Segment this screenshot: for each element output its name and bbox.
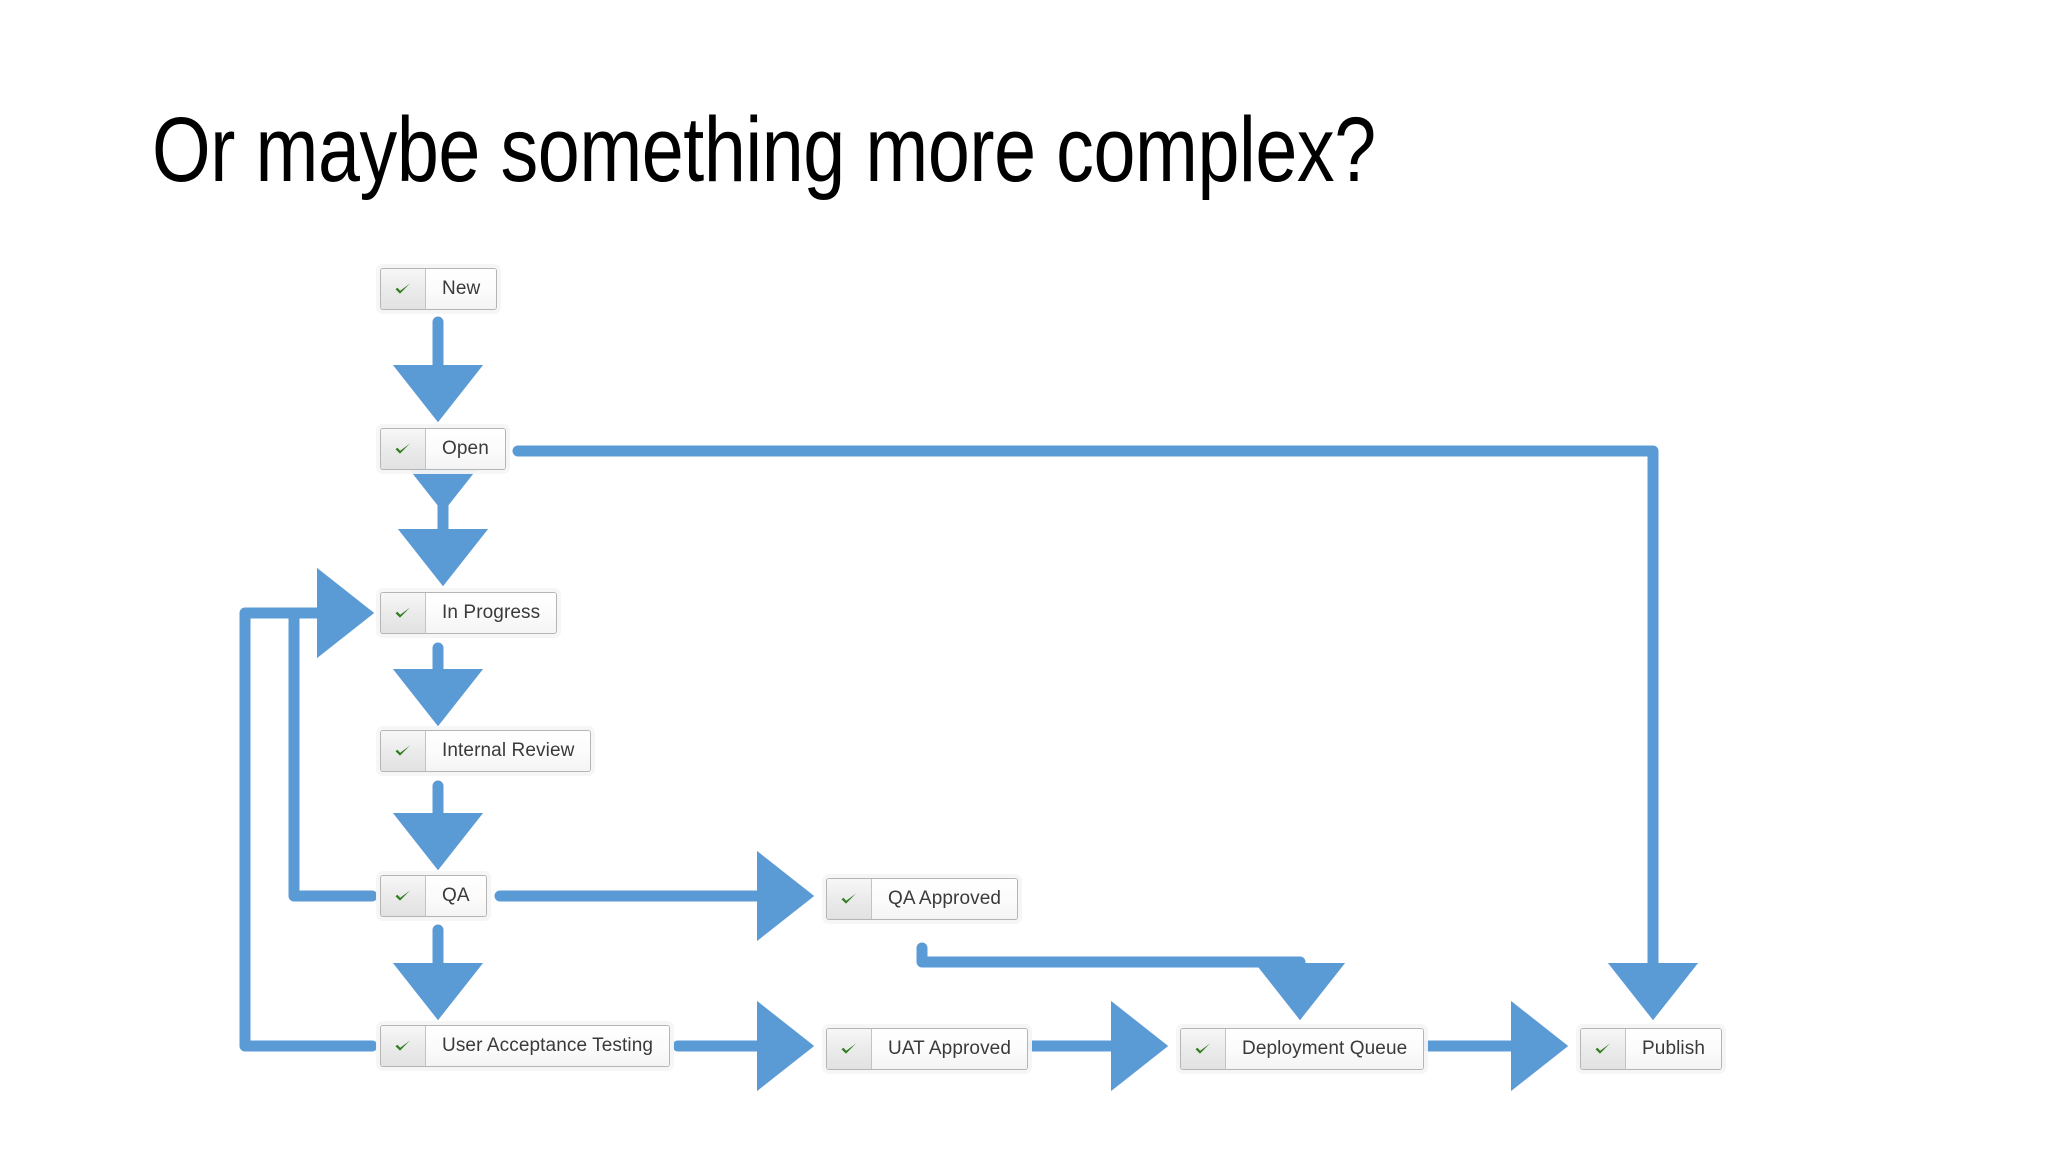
node-label: QA Approved: [872, 879, 1018, 919]
node-user-acceptance-testing[interactable]: User Acceptance Testing: [380, 1025, 671, 1067]
node-label: UAT Approved: [872, 1029, 1028, 1069]
node-label: QA: [426, 876, 486, 916]
green-check-icon: [381, 1026, 426, 1066]
node-label: Open: [426, 429, 505, 469]
node-label: User Acceptance Testing: [426, 1026, 670, 1066]
node-uat-approved[interactable]: UAT Approved: [826, 1028, 1029, 1070]
node-qa-approved[interactable]: QA Approved: [826, 878, 1019, 920]
green-check-icon: [827, 879, 872, 919]
node-in-progress[interactable]: In Progress: [380, 592, 558, 634]
node-label: Publish: [1626, 1029, 1722, 1069]
node-internal-review[interactable]: Internal Review: [380, 730, 592, 772]
node-new[interactable]: New: [380, 268, 498, 310]
edge-qa-to-in-progress-feedback: [288, 607, 378, 902]
node-label: In Progress: [426, 593, 557, 633]
green-check-icon: [1181, 1029, 1226, 1069]
green-check-icon: [1581, 1029, 1626, 1069]
edge-open-to-publish: [512, 445, 1699, 1021]
green-check-icon: [827, 1029, 872, 1069]
node-label: New: [426, 269, 497, 309]
edge-uat-to-in-progress-feedback: [239, 567, 378, 1052]
green-check-icon: [381, 269, 426, 309]
green-check-icon: [381, 876, 426, 916]
node-qa[interactable]: QA: [380, 875, 487, 917]
node-open[interactable]: Open: [380, 428, 506, 470]
node-deployment-queue[interactable]: Deployment Queue: [1180, 1028, 1425, 1070]
node-label: Deployment Queue: [1226, 1029, 1424, 1069]
page-title: Or maybe something more complex?: [152, 99, 1376, 201]
green-check-icon: [381, 731, 426, 771]
green-check-icon: [381, 429, 426, 469]
node-publish[interactable]: Publish: [1580, 1028, 1723, 1070]
node-label: Internal Review: [426, 731, 591, 771]
green-check-icon: [381, 593, 426, 633]
edge-qa-approved-to-deployment-queue: [916, 942, 1346, 1021]
